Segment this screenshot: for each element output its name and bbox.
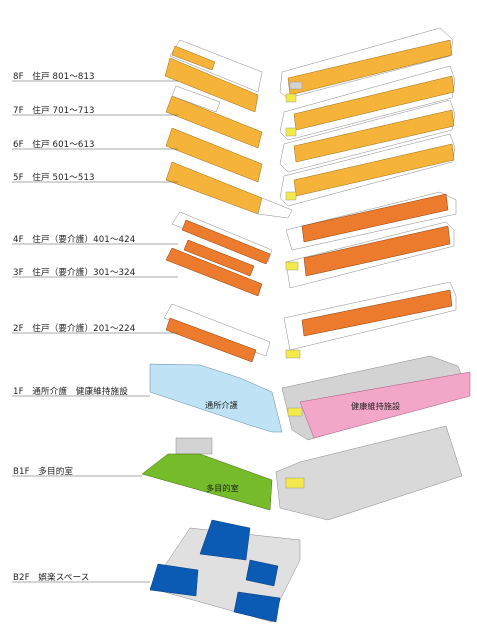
leader-lines bbox=[12, 80, 178, 583]
floor-label-b2f: B2F 娯楽スペース bbox=[13, 573, 90, 583]
room-label-multipurpose: 多目的室 bbox=[206, 483, 239, 493]
floor-1f-plan bbox=[149, 355, 471, 441]
floor-5f-plan bbox=[165, 133, 456, 219]
floor-8f-plan bbox=[164, 27, 454, 113]
floor-label-5f: 5F 住戸 501〜513 bbox=[13, 173, 95, 183]
floor-label-8f: 8F 住戸 801〜813 bbox=[13, 72, 95, 82]
floor-b1f-plan bbox=[141, 425, 463, 521]
room-label-fitness: 健康維持施設 bbox=[351, 401, 401, 411]
floor-label-2f: 2F 住戸（要介護）201〜224 bbox=[13, 324, 136, 334]
room-label-day-care: 通所介護 bbox=[205, 400, 238, 410]
floor-label-4f: 4F 住戸（要介護）401〜424 bbox=[13, 235, 136, 245]
floor-b2f-plan bbox=[149, 519, 301, 623]
floor-label-6f: 6F 住戸 601〜613 bbox=[13, 140, 95, 150]
floor-7f-plan bbox=[165, 65, 456, 149]
floor-label-3f: 3F 住戸（要介護）301〜324 bbox=[13, 268, 136, 278]
floor-6f-plan bbox=[165, 99, 456, 183]
floor-label-1f: 1F 通所介護 健康維持施設 bbox=[13, 387, 128, 397]
floor-label-7f: 7F 住戸 701〜713 bbox=[13, 106, 95, 116]
floor-4f-plan bbox=[171, 191, 457, 265]
floor-label-b1f: B1F 多目的室 bbox=[13, 467, 74, 477]
floor-2f-plan bbox=[163, 281, 457, 363]
floor-3f-plan bbox=[165, 221, 455, 297]
